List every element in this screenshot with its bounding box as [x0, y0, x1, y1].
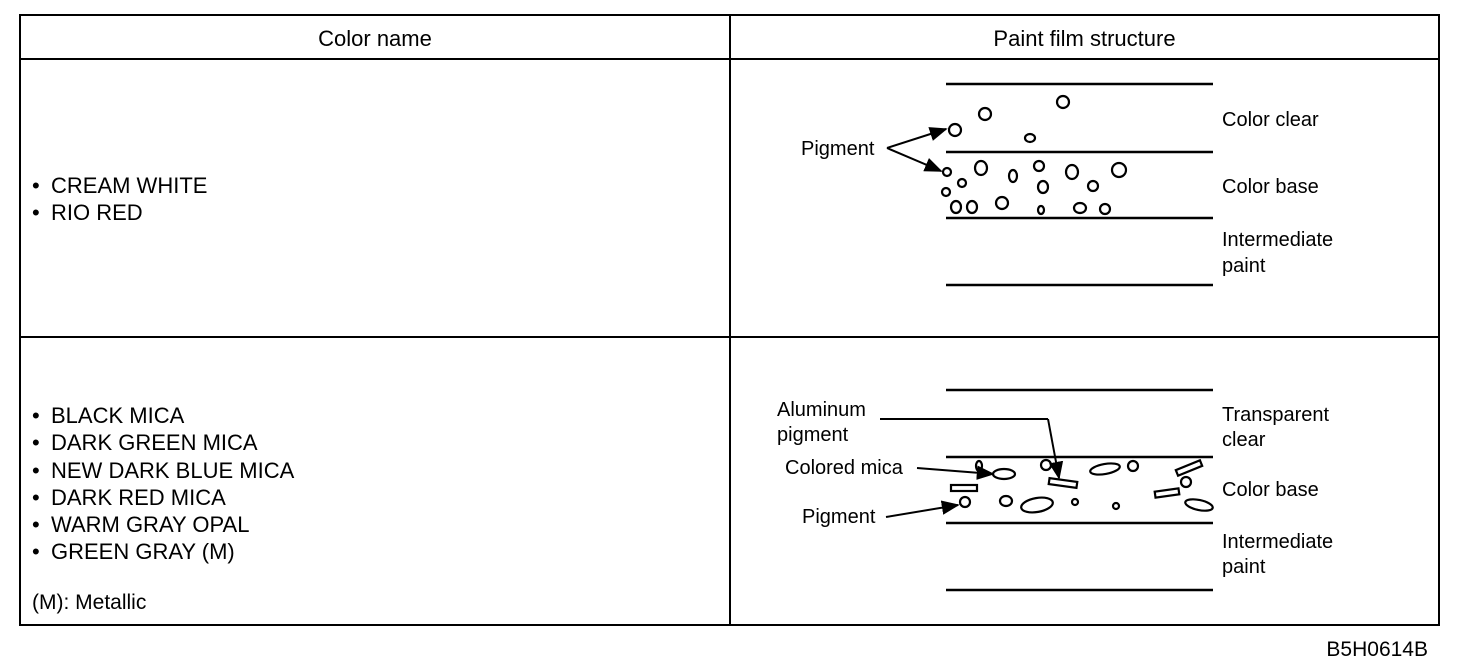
- diagram-solid-color: [886, 82, 1213, 287]
- intermediate-label: paint: [1222, 255, 1266, 277]
- intermediate-label: Intermediate: [1222, 531, 1333, 553]
- pigment-particles: [940, 94, 1128, 216]
- row-divider: [21, 336, 1438, 338]
- color-item: RIO RED: [32, 199, 207, 226]
- header-divider: [21, 58, 1438, 60]
- metallic-note: (M): Metallic: [32, 591, 147, 614]
- pigment-arrow: [886, 147, 943, 172]
- header-color-name: Color name: [318, 26, 432, 51]
- color-item: DARK GREEN MICA: [32, 429, 294, 456]
- diagram-mica-color: [880, 388, 1214, 592]
- color-item: DARK RED MICA: [32, 484, 294, 511]
- aluminum-arrow: [1047, 418, 1064, 480]
- pigment-arrow: [886, 127, 948, 149]
- aluminum-pigment-label: pigment: [777, 424, 849, 446]
- color-item: WARM GRAY OPAL: [32, 511, 294, 538]
- color-item: CREAM WHITE: [32, 172, 207, 199]
- color-clear-label: Color clear: [1222, 109, 1319, 131]
- color-list-row1: CREAM WHITE RIO RED: [32, 172, 207, 227]
- pigment-arrow: [885, 500, 960, 518]
- figure-code: B5H0614B: [1326, 638, 1428, 661]
- color-item: GREEN GRAY (M): [32, 538, 294, 565]
- pigment-label: Pigment: [802, 506, 876, 528]
- color-base-label: Color base: [1222, 176, 1319, 198]
- color-item: BLACK MICA: [32, 402, 294, 429]
- column-divider: [729, 16, 731, 624]
- color-base-label: Color base: [1222, 479, 1319, 501]
- paint-color-table: Color name Paint film structure CREAM WH…: [19, 14, 1440, 626]
- color-list-row2: BLACK MICA DARK GREEN MICA NEW DARK BLUE…: [32, 402, 294, 566]
- intermediate-label: Intermediate: [1222, 229, 1333, 251]
- header-paint-film-structure: Paint film structure: [993, 26, 1176, 51]
- colored-mica-label: Colored mica: [785, 457, 904, 479]
- intermediate-label: paint: [1222, 556, 1266, 578]
- color-item: NEW DARK BLUE MICA: [32, 457, 294, 484]
- transparent-clear-label: Transparent: [1222, 404, 1330, 426]
- pigment-label: Pigment: [801, 138, 875, 160]
- aluminum-pigment-label: Aluminum: [777, 399, 866, 421]
- mica-and-pigment-particles: [949, 458, 1214, 514]
- mica-arrow: [916, 465, 995, 480]
- transparent-clear-label: clear: [1222, 429, 1266, 451]
